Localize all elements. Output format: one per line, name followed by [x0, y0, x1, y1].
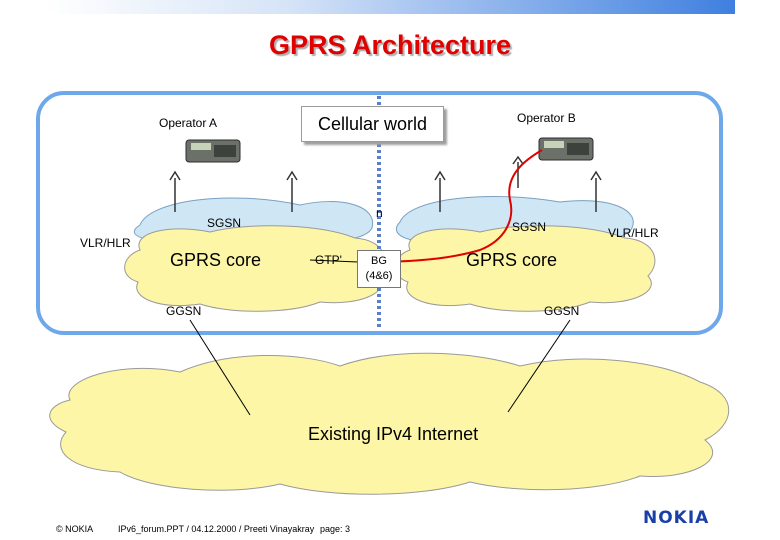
- gtp-label: GTP': [315, 253, 342, 267]
- border-gateway-box: BG (4&6): [357, 250, 401, 288]
- ggsn-right-label: GGSN: [544, 304, 580, 318]
- ggsn-left-internet-link: [189, 319, 251, 416]
- gtp-link: [309, 259, 359, 263]
- internet-cloud: [49, 352, 730, 495]
- ggsn-left-label: GGSN: [166, 304, 202, 318]
- footer-copyright: © NOKIA: [56, 524, 94, 534]
- footer-page: page: 3: [320, 524, 351, 534]
- slide-title: GPRS Architecture: [268, 30, 512, 60]
- right-gprs-core-cloud: [395, 225, 656, 312]
- nokia-logo: NOKIA: [643, 508, 710, 528]
- footer-info: IPv6_forum.PPT / 04.12.2000 / Preeti Vin…: [118, 524, 315, 534]
- gn-interface-label: n: [376, 206, 383, 220]
- mobile-phone-icon: [185, 137, 594, 163]
- operator-a-label: Operator A: [159, 116, 218, 130]
- vlr-hlr-right-label: VLR/HLR: [608, 226, 659, 240]
- vlr-hlr-left-label: VLR/HLR: [80, 236, 131, 250]
- data-route: [359, 149, 543, 263]
- left-gprs-core-cloud: [124, 225, 386, 312]
- sgsn-right-label: SGSN: [512, 220, 547, 234]
- cellular-world-frame: [36, 91, 723, 335]
- internet-label: Existing IPv4 Internet: [308, 424, 479, 444]
- antenna-icon: [169, 155, 602, 212]
- sgsn-left-label: SGSN: [207, 216, 242, 230]
- operator-b-label: Operator B: [517, 111, 576, 125]
- gprs-core-right-label: GPRS core: [466, 250, 558, 270]
- gprs-core-left-label: GPRS core: [170, 250, 262, 270]
- cellular-world-label: Cellular world: [301, 106, 444, 142]
- bg-protocol-label: (4&6): [365, 270, 393, 282]
- ggsn-right-internet-link: [507, 319, 571, 413]
- bg-label: BG: [371, 255, 387, 267]
- header-gradient-bar: [46, 0, 735, 14]
